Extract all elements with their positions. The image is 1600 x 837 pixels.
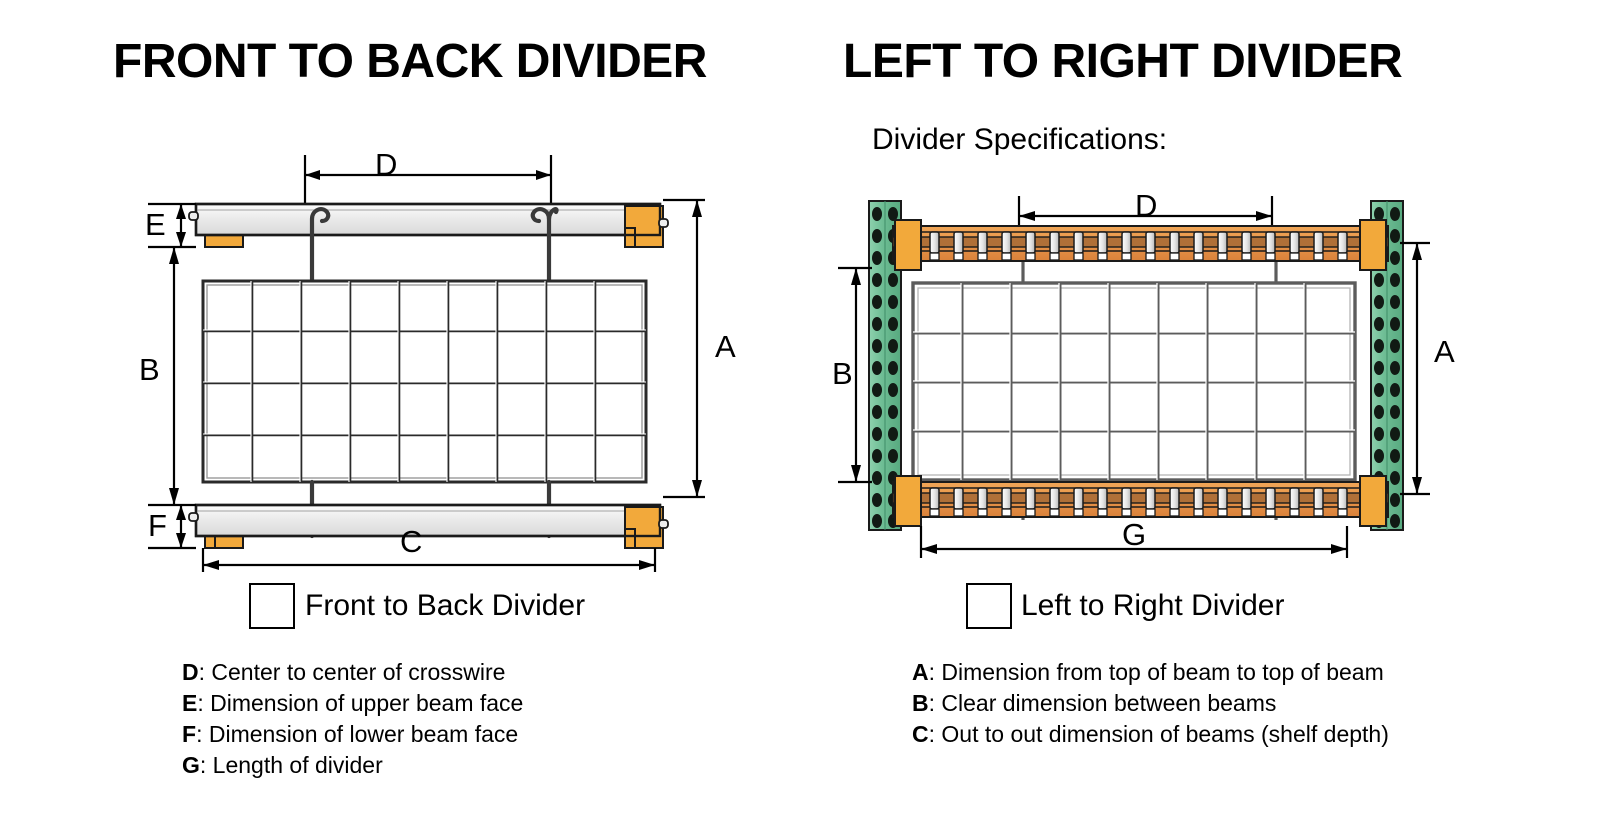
dim-label-B-right: B	[832, 356, 853, 391]
dim-label-D-left: D	[375, 147, 398, 182]
note-text-D: : Center to center of crosswire	[198, 659, 506, 685]
page-title-left: FRONT TO BACK DIVIDER	[113, 35, 707, 88]
dim-label-E-left: E	[145, 207, 166, 242]
note-row-G: G: Length of divider	[182, 750, 523, 781]
legend-swatch-front-to-back	[249, 583, 295, 629]
note-key-C: C	[912, 721, 929, 747]
divider-hook-wires	[309, 207, 559, 291]
dim-A-right	[1400, 241, 1430, 496]
note-key-G: G	[182, 752, 200, 778]
note-row-E: E: Dimension of upper beam face	[182, 688, 523, 719]
note-text-G: : Length of divider	[199, 752, 383, 778]
top-beam-assembly	[188, 202, 669, 248]
legend-label-left-to-right: Left to Right Divider	[1021, 589, 1285, 622]
dim-label-C-left: C	[400, 524, 423, 559]
notes-right: A: Dimension from top of beam to top of …	[912, 657, 1389, 750]
wire-mesh-left	[201, 279, 648, 484]
note-text-A: : Dimension from top of beam to top of b…	[928, 659, 1384, 685]
dim-label-B-left: B	[139, 352, 160, 387]
wire-mesh-right	[911, 281, 1357, 482]
note-row-A: A: Dimension from top of beam to top of …	[912, 657, 1389, 688]
dim-G-right	[919, 526, 1349, 558]
dim-F-left	[148, 503, 196, 550]
dim-label-F-left: F	[148, 508, 167, 543]
note-row-D: D: Center to center of crosswire	[182, 657, 523, 688]
dim-C-left	[201, 548, 657, 572]
note-row-B: B: Clear dimension between beams	[912, 688, 1389, 719]
dim-D-left	[303, 155, 553, 205]
note-text-F: : Dimension of lower beam face	[196, 721, 519, 747]
dim-label-D-right: D	[1135, 188, 1158, 223]
note-key-E: E	[182, 690, 198, 716]
dim-E-left	[148, 202, 196, 249]
note-key-D: D	[182, 659, 199, 685]
note-row-C: C: Out to out dimension of beams (shelf …	[912, 719, 1389, 750]
note-text-C: : Out to out dimension of beams (shelf d…	[928, 721, 1389, 747]
dim-B-right	[838, 266, 872, 484]
dim-label-A-left: A	[715, 329, 736, 364]
dim-label-G-right: G	[1122, 517, 1147, 552]
notes-left: D: Center to center of crosswire E: Dime…	[182, 657, 523, 781]
note-text-B: : Clear dimension between beams	[928, 690, 1277, 716]
spec-heading: Divider Specifications:	[872, 123, 1168, 156]
legend-swatch-left-to-right	[966, 583, 1012, 629]
note-key-F: F	[182, 721, 197, 747]
note-row-F: F: Dimension of lower beam face	[182, 719, 523, 750]
note-key-A: A	[912, 659, 929, 685]
bottom-beam-assembly	[188, 503, 669, 549]
dim-A-left	[663, 198, 705, 499]
bottom-beam-right	[892, 475, 1389, 527]
legend-label-front-to-back: Front to Back Divider	[305, 589, 586, 622]
dim-B-left	[169, 247, 179, 505]
beam-hook-pins-top	[905, 231, 1372, 261]
top-beam-right	[892, 219, 1389, 271]
page-title-right: LEFT TO RIGHT DIVIDER	[843, 35, 1403, 88]
dim-label-A-right: A	[1434, 334, 1455, 369]
note-key-B: B	[912, 690, 929, 716]
note-text-E: : Dimension of upper beam face	[197, 690, 524, 716]
